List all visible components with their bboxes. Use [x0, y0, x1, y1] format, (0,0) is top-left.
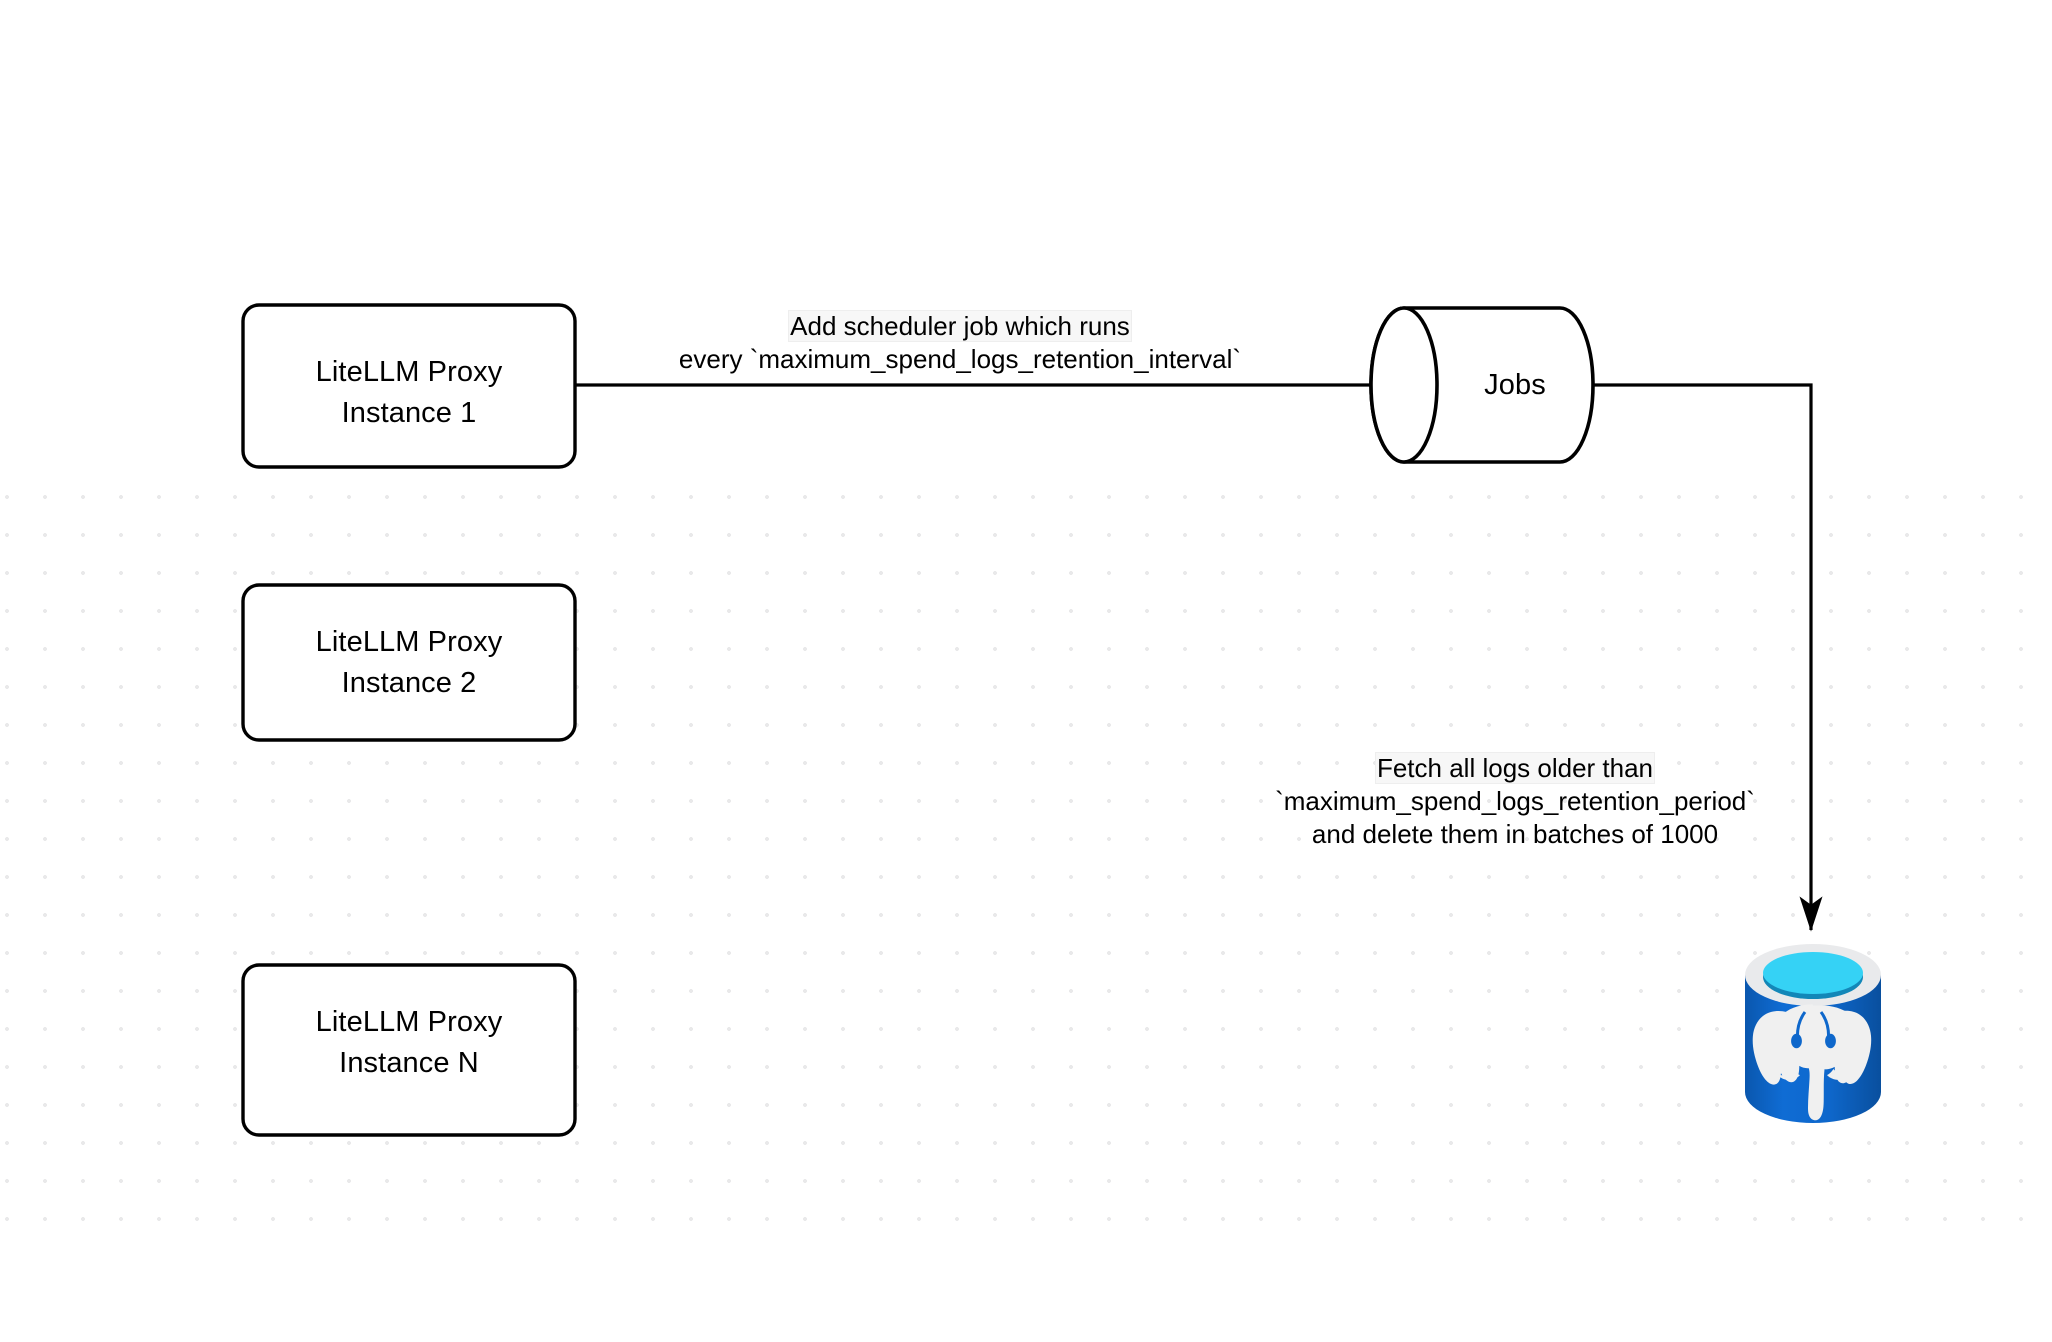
edge-label-line-3: and delete them in batches of 1000: [1311, 819, 1719, 849]
edge-label-line-2: `maximum_spend_logs_retention_period`: [1275, 786, 1755, 816]
edge-cleanup-line: [1593, 383, 1823, 932]
edge-cleanup-label: Fetch all logs older than `maximum_spend…: [1255, 752, 1775, 851]
postgres-elephant-line-right: [1819, 1011, 1831, 1040]
postgresql-elephant-icon: [1752, 1004, 1872, 1121]
postgres-top-liquid: [1763, 952, 1863, 994]
edge-label-line-1: Add scheduler job which runs: [630, 310, 1290, 343]
node-proxy-instance-1[interactable]: [241, 303, 577, 469]
edge-label-highlight: Fetch all logs older than: [1375, 753, 1655, 783]
node-postgres-database[interactable]: [1745, 944, 1881, 1123]
edge-label-highlight: Add scheduler job which runs: [789, 311, 1131, 341]
postgres-elephant-eye-right: [1825, 1033, 1836, 1049]
node-jobs-store[interactable]: [1369, 306, 1595, 464]
jobs-cylinder-cap: [1369, 306, 1439, 464]
node-proxy-instance-2[interactable]: [241, 583, 577, 742]
node-proxy-instance-n[interactable]: [241, 963, 577, 1137]
edge-label-line-2: every `maximum_spend_logs_retention_inte…: [678, 344, 1242, 374]
postgres-elephant-line-left: [1795, 1011, 1807, 1040]
edge-scheduler-label: Add scheduler job which runs every `maxi…: [630, 310, 1290, 376]
edge-label-line-1: Fetch all logs older than: [1255, 752, 1775, 785]
postgres-elephant-eye-left: [1791, 1033, 1802, 1049]
